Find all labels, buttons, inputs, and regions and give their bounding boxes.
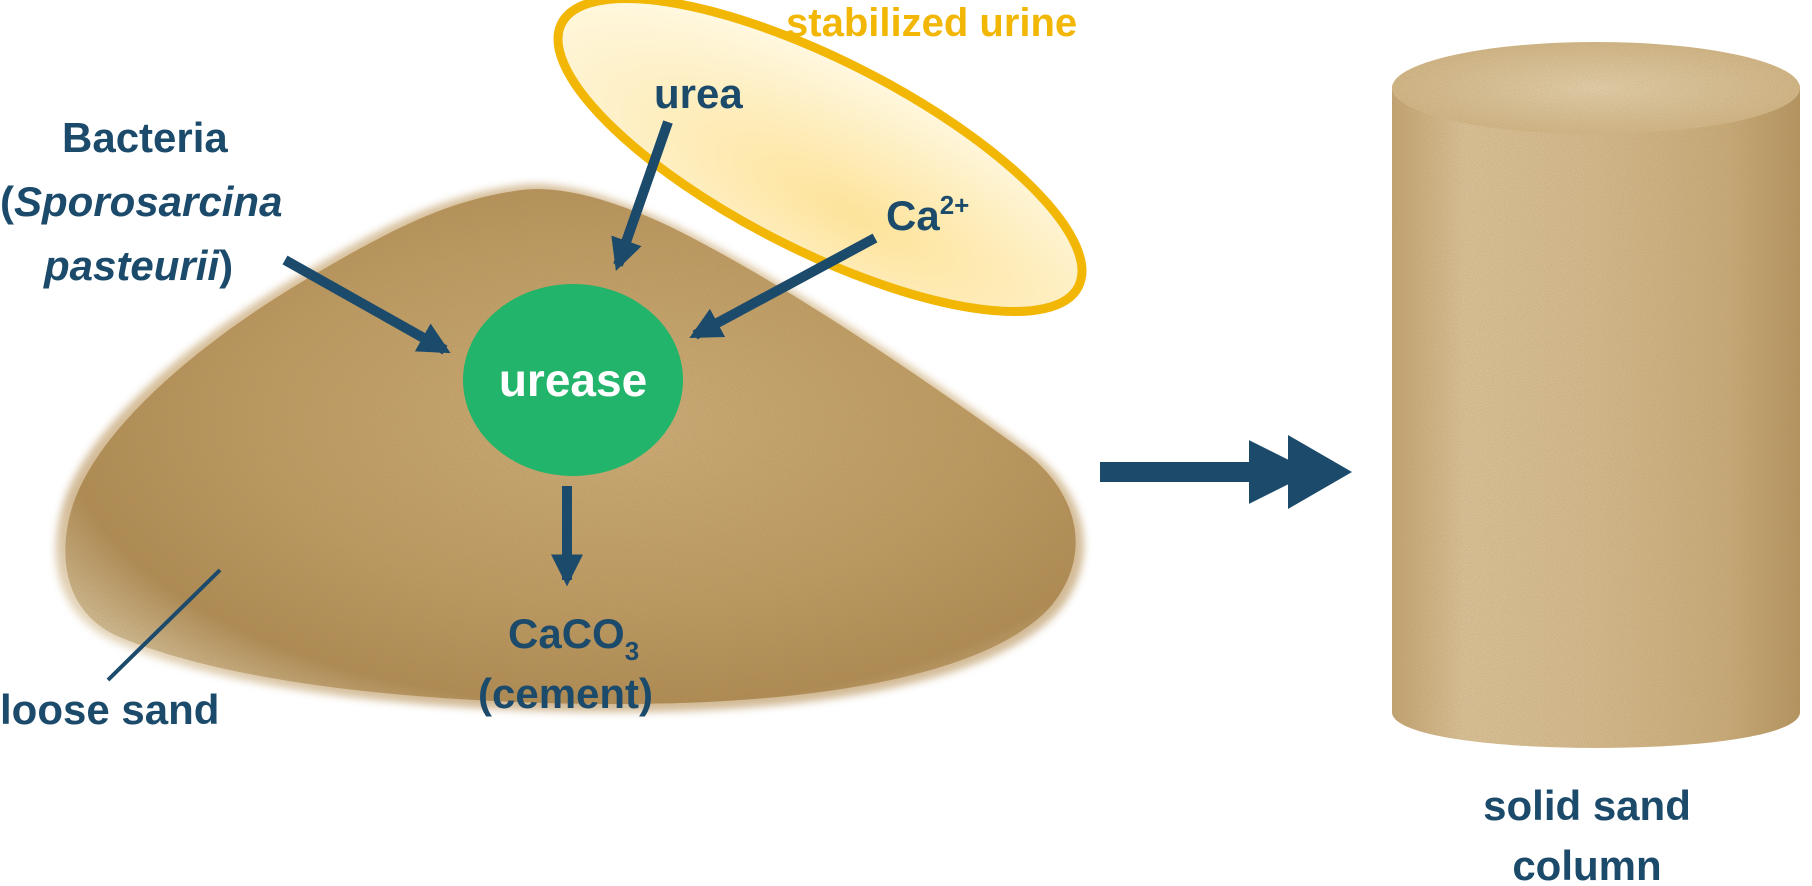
bacteria-species: pasteurii xyxy=(43,242,220,289)
cement-name-label: (cement) xyxy=(478,670,653,717)
bacteria-species-line1: (Sporosarcina xyxy=(0,178,282,225)
process-arrowhead xyxy=(1288,435,1352,509)
calcium-arrow xyxy=(689,233,878,340)
bacteria-close-paren: ) xyxy=(219,242,233,289)
solid-column-label-line2: column xyxy=(1512,842,1661,886)
sand-pile-image xyxy=(55,184,1085,712)
urea-label: urea xyxy=(654,70,743,117)
urease-label: urease xyxy=(499,354,647,406)
cement-formula-subscript: 3 xyxy=(625,636,639,666)
loose-sand-label: loose sand xyxy=(0,686,219,733)
urease-node: urease xyxy=(463,284,683,476)
loose-sand-pointer xyxy=(106,568,222,682)
stabilized-urine-label: stabilized urine xyxy=(786,1,1077,45)
calcium-label: Ca2+ xyxy=(886,190,969,239)
bacteria-genus: Sporosarcina xyxy=(14,178,282,225)
urine-ellipse xyxy=(553,0,1087,317)
bacteria-open-paren: ( xyxy=(0,178,14,225)
urea-arrow xyxy=(611,120,673,272)
arrows xyxy=(106,120,1313,682)
bacteria-arrow xyxy=(282,255,451,355)
bacteria-label: Bacteria xyxy=(62,114,228,161)
calcium-base: Ca xyxy=(886,192,940,239)
sand-column-image xyxy=(1392,42,1800,748)
solid-column-label-line1: solid sand xyxy=(1483,782,1691,829)
cement-formula-label: CaCO3 xyxy=(508,610,639,666)
bacteria-species-line2: pasteurii) xyxy=(43,242,233,289)
cement-formula-base: CaCO xyxy=(508,610,625,657)
calcium-charge: 2+ xyxy=(940,190,970,220)
